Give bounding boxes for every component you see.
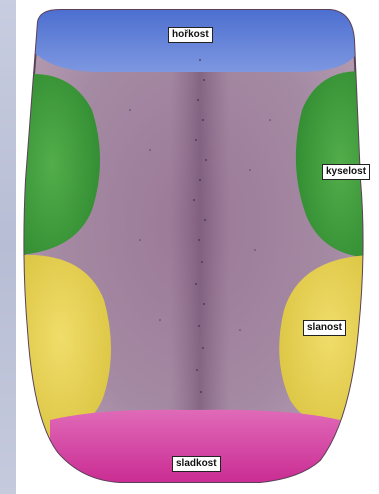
label-bitter: hořkost [168,27,213,43]
sweet-zone [50,410,340,490]
label-sour: kyselost [322,164,370,180]
label-sweet: sladkost [172,456,221,472]
label-salty: slanost [303,320,346,336]
